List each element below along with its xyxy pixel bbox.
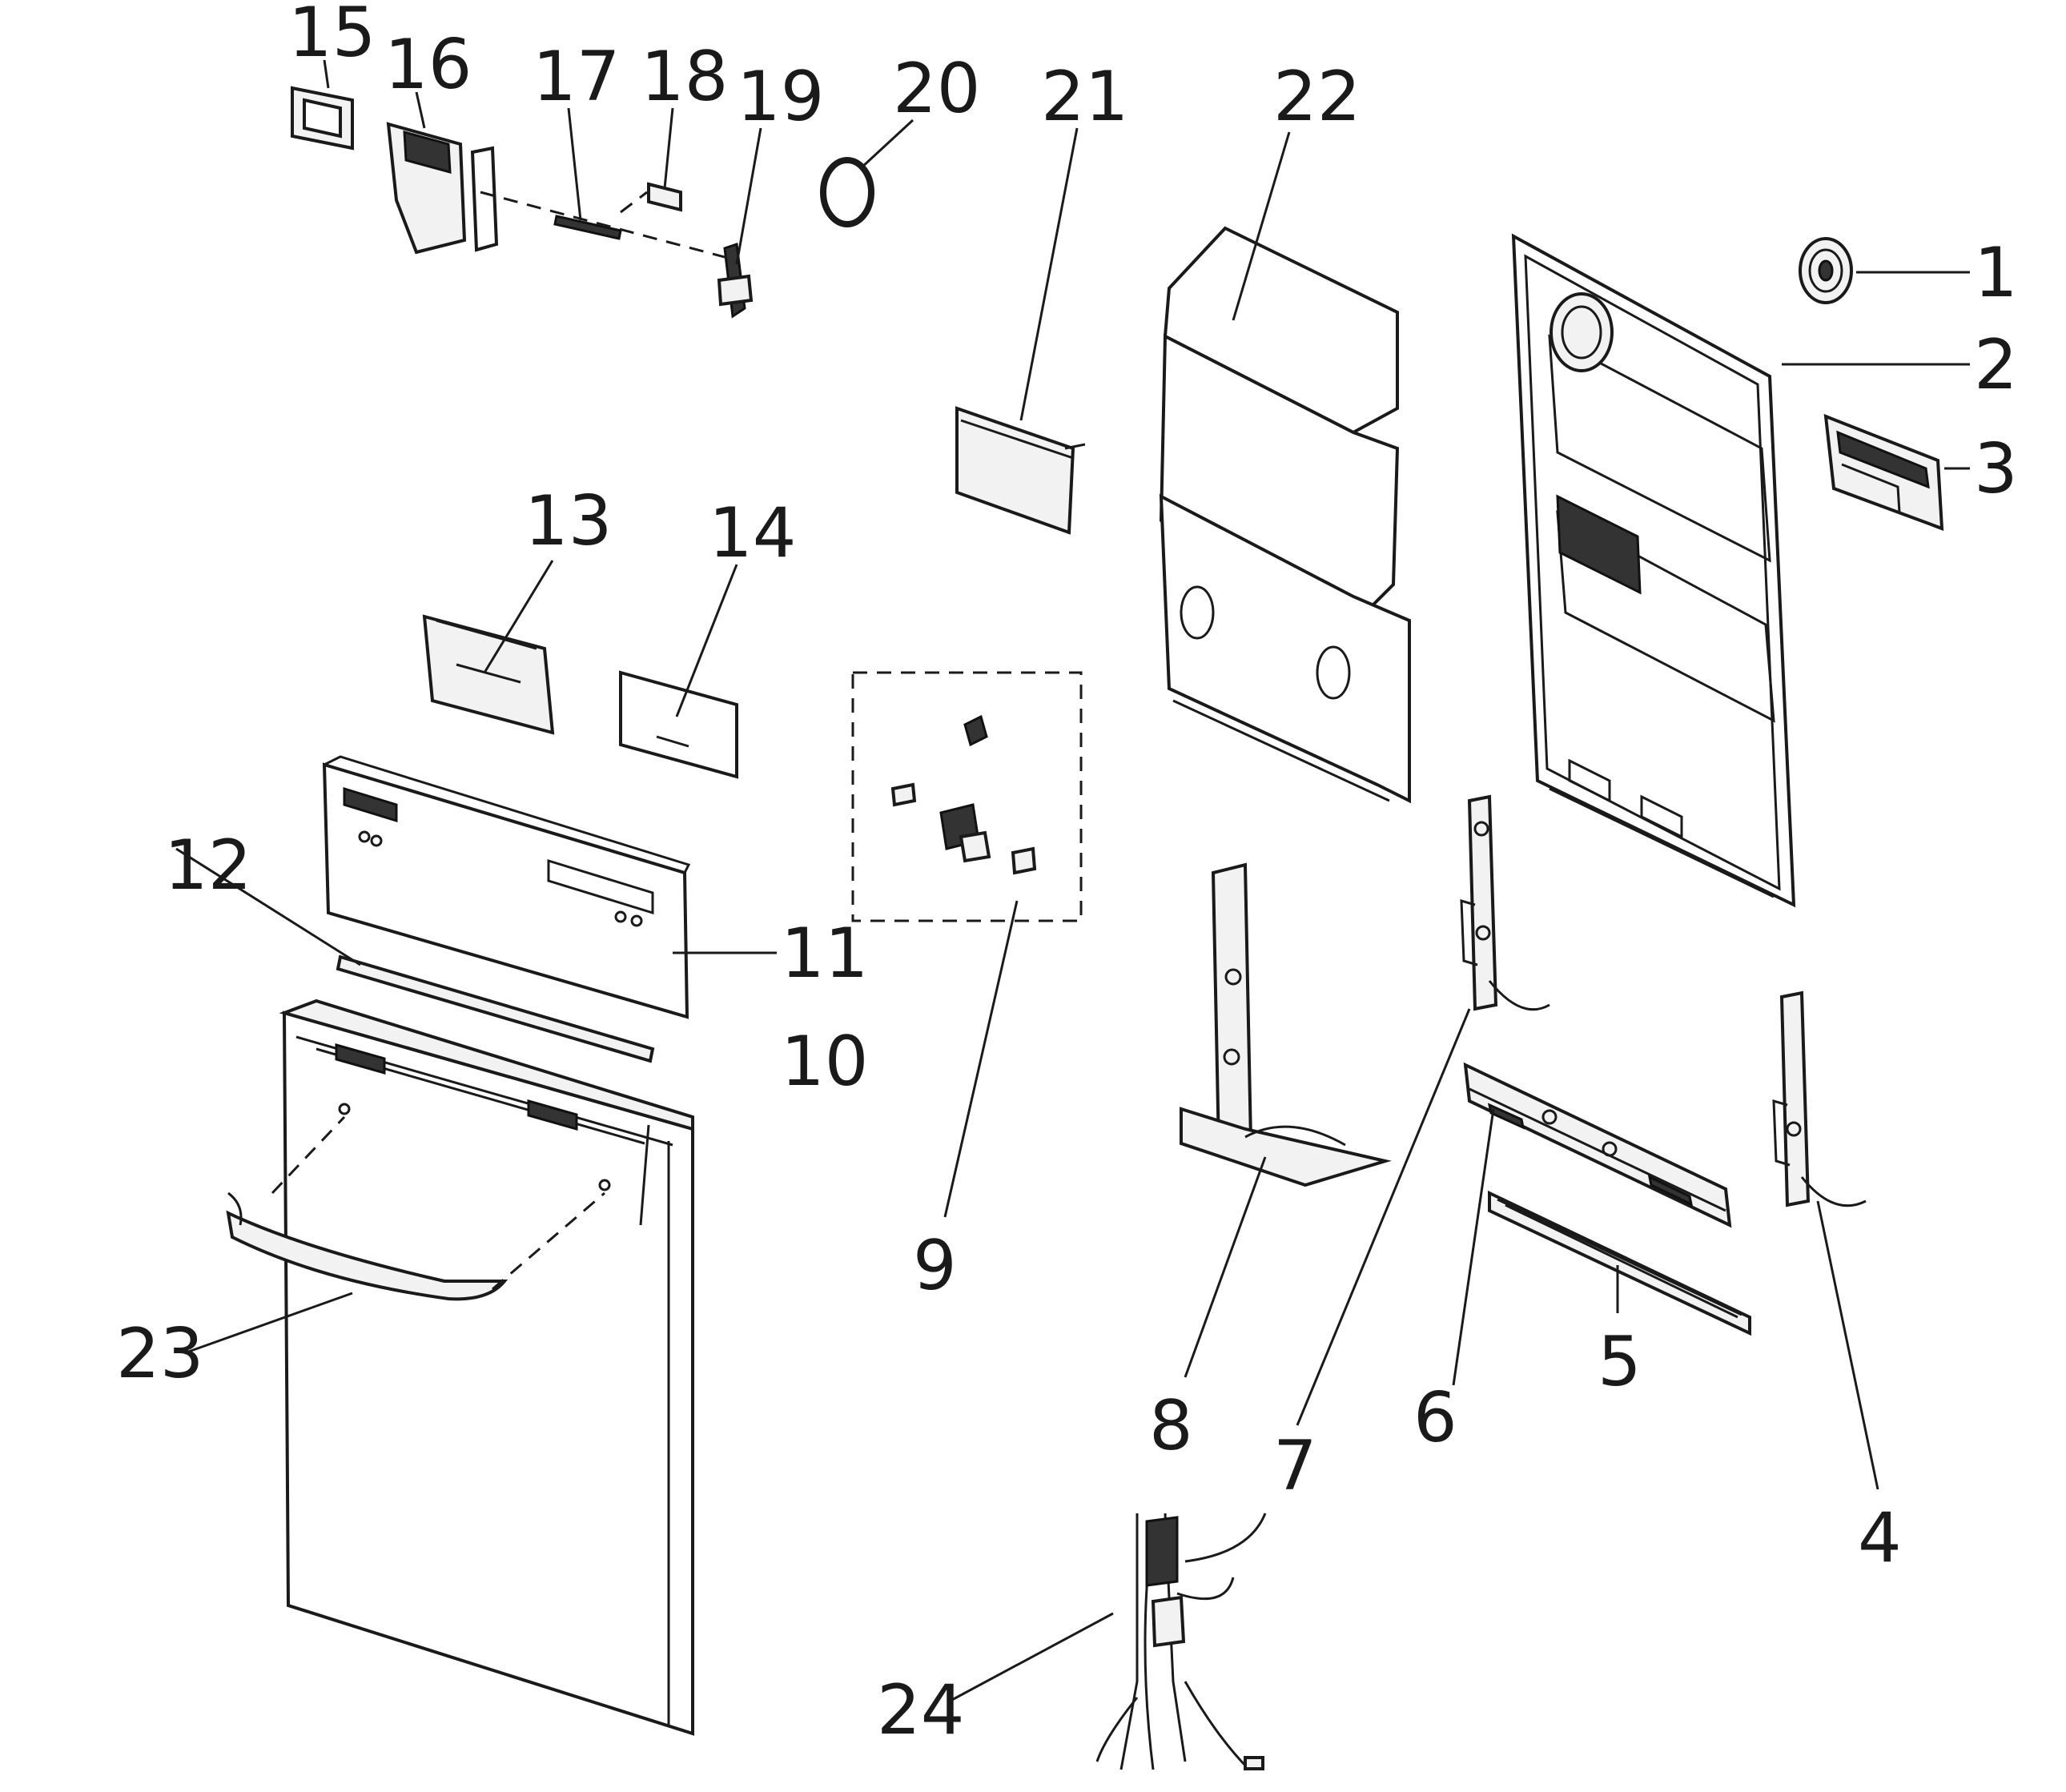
callout-6: 6 <box>1413 1378 1457 1458</box>
callout-19: 19 <box>737 57 824 137</box>
callout-20: 20 <box>893 49 980 129</box>
part-21-vent-cover <box>955 406 1086 535</box>
leader-lines <box>175 59 1970 1703</box>
callout-21: 21 <box>1041 57 1128 137</box>
callout-1: 1 <box>1974 233 2018 313</box>
callout-8: 8 <box>1149 1386 1193 1466</box>
part-17-spring <box>553 215 622 240</box>
assembly-lines <box>271 191 738 1291</box>
callout-2: 2 <box>1974 325 2018 405</box>
callout-12: 12 <box>164 826 251 906</box>
part-22-inner-liner <box>1159 226 1411 804</box>
callout-22: 22 <box>1273 57 1361 137</box>
part-2-inner-door-panel <box>1511 233 1796 908</box>
part-11-control-panel <box>322 755 691 1019</box>
callout-14: 14 <box>709 493 796 573</box>
part-12-trim-strip <box>336 954 655 1063</box>
part-18-clip <box>647 182 682 212</box>
callout-3: 3 <box>1974 429 2018 509</box>
part-19-latch-pin <box>717 242 754 319</box>
callout-4: 4 <box>1858 1498 1902 1578</box>
part-20-o-ring <box>820 157 874 227</box>
callout-15: 15 <box>288 0 376 73</box>
part-1-round-plug <box>1799 237 1853 304</box>
callout-9: 9 <box>913 1226 957 1306</box>
callout-10: 10 <box>781 1022 868 1102</box>
callout-5: 5 <box>1598 1322 1642 1402</box>
callout-13: 13 <box>525 481 612 561</box>
part-24-wiring-harness <box>1095 1513 1267 1771</box>
part-7-left-hinge <box>1460 794 1550 1011</box>
part-14-cover-plate <box>619 670 738 779</box>
part-8-side-bracket <box>1180 862 1392 1187</box>
part-9-hardware-kit <box>851 671 1083 922</box>
part-3-dispenser-box <box>1823 413 1944 531</box>
callout-16: 16 <box>384 25 472 105</box>
part-4-right-hinge <box>1772 990 1867 1207</box>
part-15-gasket <box>291 86 354 151</box>
callout-23: 23 <box>116 1314 203 1394</box>
callout-11: 11 <box>781 914 868 994</box>
callout-18: 18 <box>641 37 728 117</box>
part-6-lower-bracket <box>1463 1062 1732 1228</box>
part-5-bottom-rail <box>1488 1190 1751 1336</box>
part-10-outer-door <box>279 998 694 1736</box>
part-16-detergent-dispenser <box>386 122 499 255</box>
callout-17: 17 <box>533 37 620 117</box>
part-23-handle <box>226 1191 508 1301</box>
callout-7: 7 <box>1273 1426 1317 1506</box>
callout-24: 24 <box>877 1670 964 1750</box>
part-13-control-module <box>422 614 555 735</box>
callout-labels: 1 2 3 4 5 6 7 8 9 10 11 12 13 14 15 16 1… <box>116 0 2018 1750</box>
